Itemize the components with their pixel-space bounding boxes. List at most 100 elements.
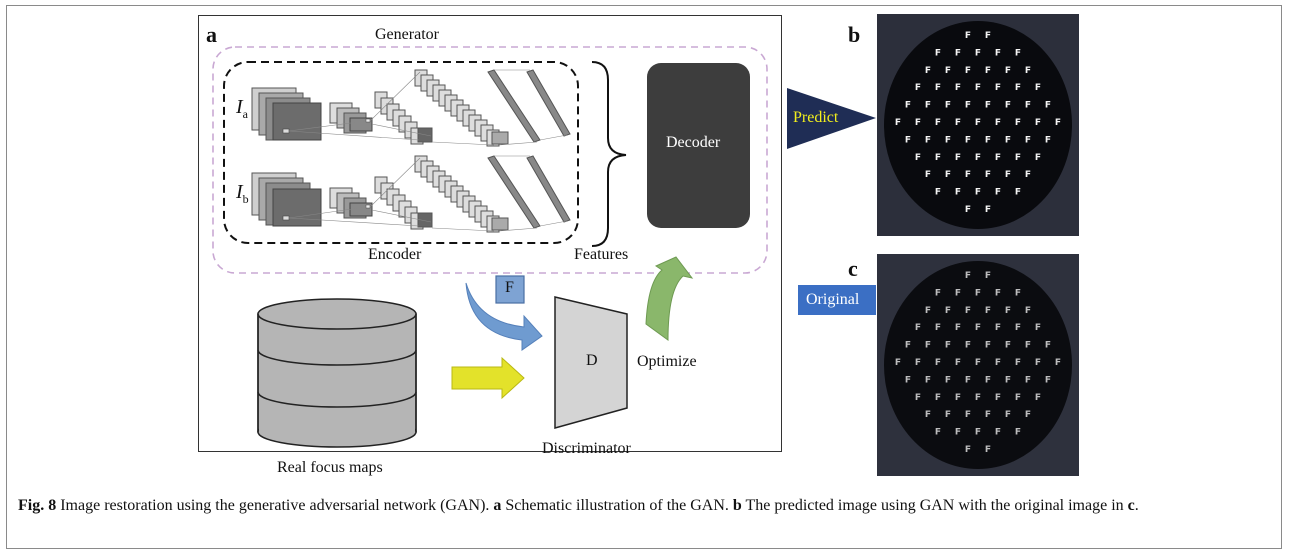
spot-glyph: F — [955, 428, 961, 438]
spot-glyph: F — [1025, 306, 1031, 316]
spot-glyph: F — [965, 306, 971, 316]
spot-glyph: F — [1015, 288, 1021, 298]
spot-glyph: F — [945, 66, 951, 76]
spot-glyph: F — [925, 135, 931, 145]
spot-glyph: F — [955, 118, 961, 128]
spot-glyph: F — [1025, 375, 1031, 385]
spot-glyph: F — [955, 393, 961, 403]
spot-glyph: F — [1005, 341, 1011, 351]
spot-glyph: F — [1015, 118, 1021, 128]
predict-arrow — [787, 88, 876, 149]
spot-glyph: F — [915, 118, 921, 128]
spot-glyph: F — [935, 288, 941, 298]
spot-glyph: F — [935, 153, 941, 163]
spot-glyph: F — [925, 410, 931, 420]
spot-glyph: F — [955, 288, 961, 298]
spot-glyph: F — [975, 288, 981, 298]
d-label: D — [586, 352, 598, 369]
spot-glyph: F — [1045, 341, 1051, 351]
ia-subscript: a — [242, 107, 248, 121]
spot-glyph: F — [1045, 101, 1051, 111]
spot-glyph: F — [985, 31, 991, 41]
spot-glyph: F — [965, 205, 971, 215]
spot-glyph: F — [985, 101, 991, 111]
spot-glyph: F — [925, 101, 931, 111]
spot-glyph: F — [965, 341, 971, 351]
panel-a-label: a — [206, 22, 217, 47]
discriminator-label: Discriminator — [542, 440, 631, 457]
spot-glyph: F — [1015, 358, 1021, 368]
spot-glyph: F — [945, 101, 951, 111]
spot-glyph: F — [985, 271, 991, 281]
spot-glyph: F — [915, 153, 921, 163]
encoder-row-a — [251, 69, 571, 147]
spot-glyph: F — [935, 83, 941, 93]
spot-glyph: F — [1035, 393, 1041, 403]
spot-glyph: F — [945, 410, 951, 420]
caption-a-label: a — [493, 497, 502, 514]
spot-glyph: F — [965, 170, 971, 180]
encoder-row-b — [251, 155, 571, 233]
spot-glyph: F — [975, 118, 981, 128]
spot-glyph: F — [905, 375, 911, 385]
spot-glyph: F — [1005, 101, 1011, 111]
spot-glyph: F — [1005, 66, 1011, 76]
predict-label: Predict — [793, 109, 839, 126]
spot-glyph: F — [985, 410, 991, 420]
spot-glyph: F — [935, 48, 941, 58]
spot-glyph: F — [935, 428, 941, 438]
spot-glyph: F — [895, 358, 901, 368]
spot-glyph: F — [985, 375, 991, 385]
f-box — [495, 275, 525, 304]
spot-glyph: F — [995, 358, 1001, 368]
spot-glyph: F — [965, 375, 971, 385]
panel-b-label: b — [848, 22, 861, 47]
spot-glyph: F — [985, 135, 991, 145]
spot-glyph: F — [1015, 83, 1021, 93]
decoder-block — [647, 63, 750, 228]
spot-glyph: F — [965, 445, 971, 455]
original-tag — [798, 285, 876, 315]
spot-glyph: F — [935, 358, 941, 368]
spot-glyph: F — [1025, 410, 1031, 420]
panel-c-label: c — [848, 256, 858, 281]
spot-glyph: F — [955, 323, 961, 333]
generator-box — [212, 46, 768, 274]
real-focus-maps-label: Real focus maps — [277, 459, 383, 476]
encoder-box — [223, 61, 579, 244]
spot-glyph: F — [965, 66, 971, 76]
spot-glyph: F — [1045, 135, 1051, 145]
spot-glyph: F — [995, 393, 1001, 403]
features-brace — [591, 61, 627, 247]
spot-glyph: F — [1055, 358, 1061, 368]
spot-glyph: F — [985, 445, 991, 455]
spot-glyph: F — [1025, 66, 1031, 76]
spot-glyph: F — [1035, 83, 1041, 93]
spot-glyph: F — [965, 101, 971, 111]
spot-glyph: F — [1015, 153, 1021, 163]
spot-glyph: F — [975, 323, 981, 333]
spot-glyph: F — [1005, 306, 1011, 316]
spot-glyph: F — [975, 153, 981, 163]
spot-glyph: F — [985, 205, 991, 215]
spot-glyph: F — [955, 83, 961, 93]
spot-glyph: F — [995, 428, 1001, 438]
spot-glyph: F — [1035, 323, 1041, 333]
caption-c-label: c — [1127, 497, 1135, 514]
spot-glyph: F — [965, 135, 971, 145]
spot-glyph: F — [895, 118, 901, 128]
spot-glyph: F — [905, 101, 911, 111]
spot-glyph: F — [995, 153, 1001, 163]
spot-glyph: F — [915, 83, 921, 93]
spot-glyph: F — [995, 83, 1001, 93]
spot-glyph: F — [905, 341, 911, 351]
spot-glyph: F — [995, 288, 1001, 298]
spot-glyph: F — [925, 306, 931, 316]
spot-glyph: F — [995, 118, 1001, 128]
spot-glyph: F — [1045, 375, 1051, 385]
spot-glyph: F — [995, 323, 1001, 333]
spot-glyph: F — [1015, 188, 1021, 198]
features-label: Features — [574, 246, 629, 263]
spot-glyph: F — [1035, 358, 1041, 368]
